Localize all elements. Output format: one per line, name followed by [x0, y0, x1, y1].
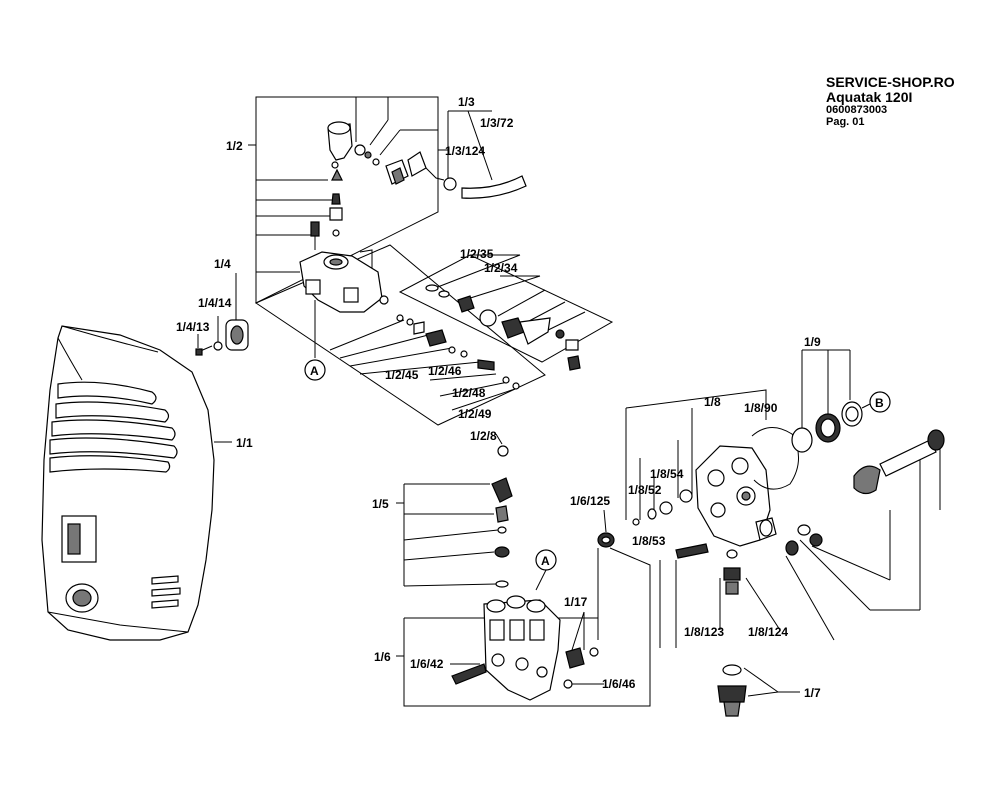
pump-housing-1-6 [451, 595, 599, 701]
label-1-6: 1/6 [374, 650, 391, 664]
label-1-8-90: 1/8/90 [744, 401, 778, 415]
group-1-7-parts [717, 664, 747, 717]
housing-cover [41, 325, 215, 641]
valve-parts-1-2-34 [425, 284, 581, 371]
label-1-8-123: 1/8/123 [684, 625, 724, 639]
label-1-2-49: 1/2/49 [458, 407, 492, 421]
housing-lower-vents [151, 575, 181, 609]
label-1-2-35: 1/2/35 [460, 247, 494, 261]
label-1-3-124: 1/3/124 [445, 144, 485, 158]
label-1-8-52: 1/8/52 [628, 483, 662, 497]
group-1-2-lower-leaders [329, 319, 519, 411]
label-1-3-72: 1/3/72 [480, 116, 514, 130]
label-1-6-42: 1/6/42 [410, 657, 444, 671]
label-1-8-54: 1/8/54 [650, 467, 684, 481]
group-1-2-leaders [256, 97, 438, 273]
label-1-8-53: 1/8/53 [632, 534, 666, 548]
label-1-9: 1/9 [804, 335, 821, 349]
group-1-5-parts [491, 477, 513, 588]
label-1-6-46: 1/6/46 [602, 677, 636, 691]
group-1-5-leaders [396, 483, 499, 587]
label-1-7: 1/7 [804, 686, 821, 700]
connector-a-top: A [304, 359, 326, 381]
shop-name: SERVICE-SHOP.RO [826, 74, 955, 90]
connector-b: B [861, 391, 891, 413]
label-1-4: 1/4 [214, 257, 231, 271]
group-1-8-lower-leaders [659, 440, 941, 648]
label-1-4-13: 1/4/13 [176, 320, 210, 334]
group-1-9-parts [791, 401, 945, 495]
connector-a-bottom: A [535, 549, 557, 591]
o-ring-1-2-8 [497, 445, 509, 457]
outlet-fitting-assembly [327, 121, 427, 237]
fitting-1-8-123 [723, 567, 741, 595]
model-name: Aquatak 120I [826, 89, 913, 105]
label-1-3: 1/3 [458, 95, 475, 109]
housing-window-insert [67, 523, 81, 555]
label-1-2-34: 1/2/34 [484, 261, 518, 275]
label-1-17: 1/17 [564, 595, 588, 609]
label-1-1: 1/1 [236, 436, 253, 450]
connector-a-bottom-label: A [541, 554, 550, 568]
label-1-2-48: 1/2/48 [452, 386, 486, 400]
part-number: 0600873003 [826, 104, 888, 116]
label-1-8: 1/8 [704, 395, 721, 409]
valve-parts-1-2-45 [396, 314, 520, 390]
label-1-5: 1/5 [372, 497, 389, 511]
group-1-9-leaders [801, 349, 851, 428]
hose-1-3 [425, 167, 527, 199]
connector-b-label: B [875, 396, 884, 410]
label-1-8-124: 1/8/124 [748, 625, 788, 639]
cylinder-head-1-8 [632, 427, 823, 559]
connector-a-top-label: A [310, 364, 319, 378]
label-1-2-46: 1/2/46 [428, 364, 462, 378]
group-1-4-parts [195, 319, 249, 356]
pump-head-body [299, 221, 389, 358]
label-1-2: 1/2 [226, 139, 243, 153]
label-1-2-45: 1/2/45 [385, 368, 419, 382]
housing-vent-slots [49, 381, 178, 473]
label-1-2-8: 1/2/8 [470, 429, 497, 443]
page-number: Pag. 01 [826, 116, 865, 128]
group-1-8-frame [625, 389, 767, 520]
label-1-4-14: 1/4/14 [198, 296, 232, 310]
label-1-6-125: 1/6/125 [570, 494, 610, 508]
washer-1-4-13 [213, 341, 223, 351]
